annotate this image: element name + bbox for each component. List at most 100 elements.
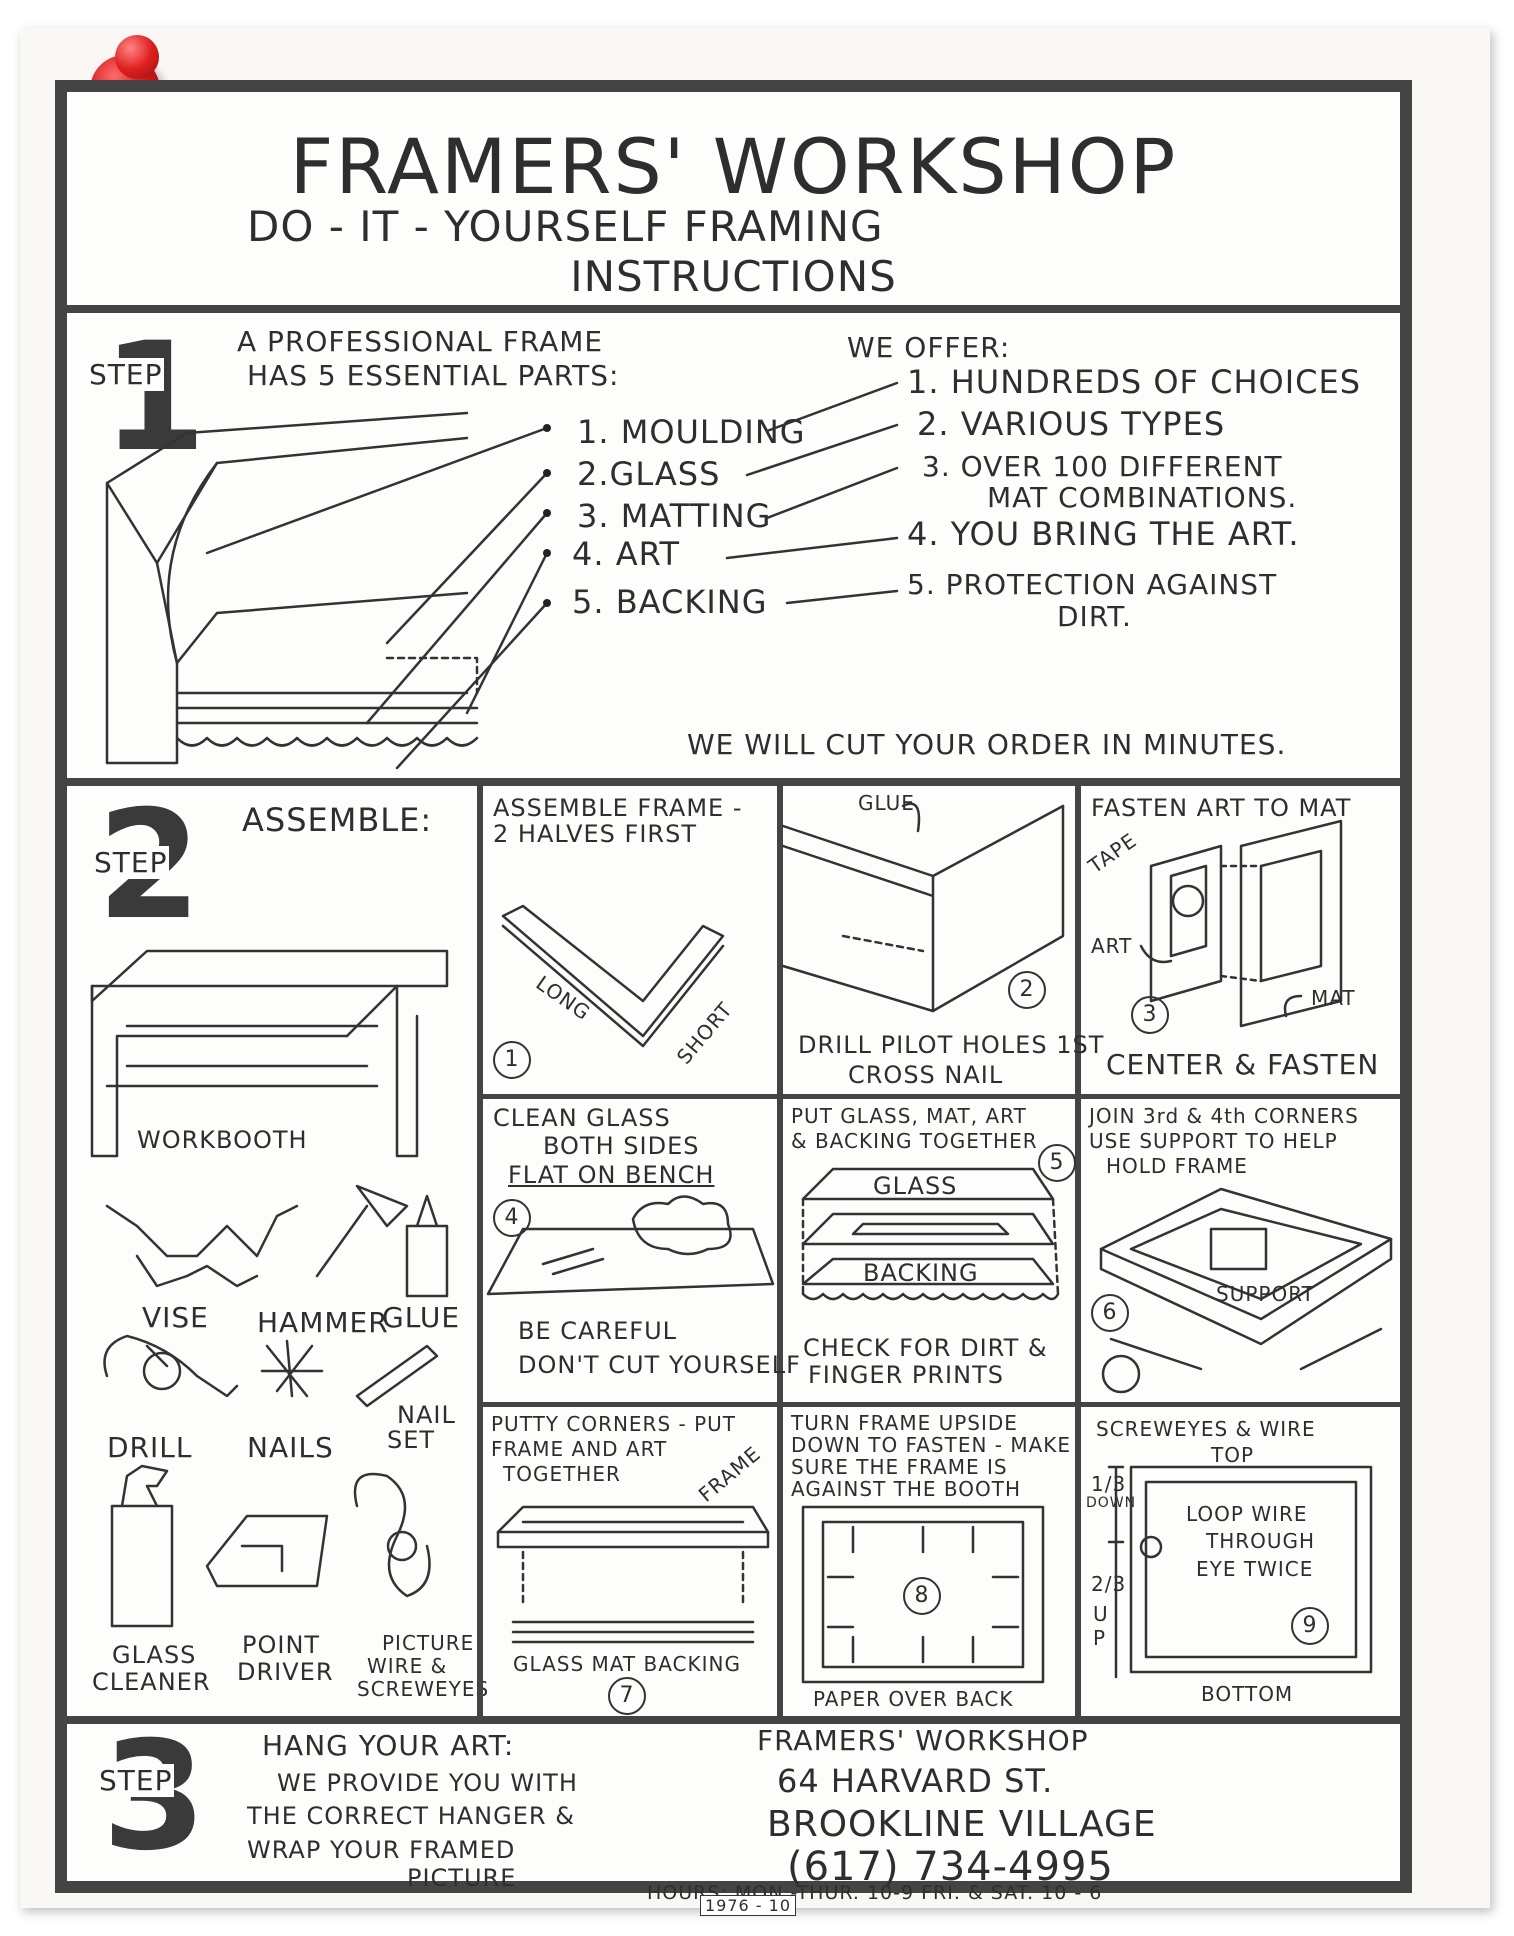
tool-picture-wire-label-2: WIRE &	[367, 1654, 448, 1678]
cell8-line1: TURN FRAME UPSIDE	[791, 1411, 1018, 1435]
frame-halves-drawing	[501, 904, 725, 1048]
shop-phone: (617) 734-4995	[787, 1844, 1114, 1890]
cell2-glue: GLUE	[858, 791, 915, 815]
cell8-number: 8	[903, 1577, 941, 1615]
step2-cell-6: JOIN 3rd & 4th CORNERS USE SUPPORT TO HE…	[1081, 1099, 1400, 1402]
cell9-third: 1/3	[1091, 1472, 1127, 1496]
part-art: 4. ART	[572, 535, 681, 573]
tool-glue-label: GLUE	[382, 1301, 461, 1334]
cell6-number: 6	[1091, 1294, 1129, 1332]
cell8-line4: AGAINST THE BOOTH	[791, 1477, 1021, 1501]
hang-line1: WE PROVIDE YOU WITH	[277, 1769, 578, 1797]
cell6-support: SUPPORT	[1216, 1282, 1315, 1306]
workbooth-drawing	[90, 949, 449, 1628]
layer-stack-drawing	[801, 1167, 1060, 1301]
dot-backing	[543, 599, 551, 607]
cell4-number: 4	[493, 1199, 531, 1237]
cell5-line4: FINGER PRINTS	[808, 1361, 1004, 1389]
glass-cleaning-drawing	[486, 1195, 775, 1296]
cell3-line2: CENTER & FASTEN	[1106, 1048, 1380, 1081]
step2-cell-7: PUTTY CORNERS - PUT FRAME AND ART TOGETH…	[483, 1407, 777, 1716]
divider-row1	[477, 1094, 1400, 1099]
step1-intro-line2: HAS 5 ESSENTIAL PARTS:	[247, 359, 620, 392]
step3-label: STEP	[97, 1764, 175, 1797]
cell1-line2: 2 HALVES FIRST	[493, 820, 697, 848]
step3-number: 3	[102, 1710, 207, 1884]
cut-order-note: WE WILL CUT YOUR ORDER IN MINUTES.	[687, 728, 1287, 761]
cell9-bottom: BOTTOM	[1201, 1682, 1294, 1706]
cell5-line2: & BACKING TOGETHER	[791, 1129, 1038, 1153]
divider-v1	[477, 786, 483, 1716]
divider-step2	[67, 1716, 1400, 1724]
cell5-line1: PUT GLASS, MAT, ART	[791, 1104, 1027, 1128]
assemble-heading: ASSEMBLE:	[242, 801, 433, 839]
page-title: FRAMERS' WORKSHOP	[289, 122, 1178, 211]
tool-nail-set-label-2: SET	[387, 1426, 436, 1454]
cell5-glass: GLASS	[873, 1172, 958, 1200]
shop-address-1: 64 HARVARD ST.	[777, 1762, 1054, 1800]
cell7-line4: GLASS MAT BACKING	[513, 1652, 741, 1676]
cell2-line2: CROSS NAIL	[848, 1061, 1004, 1089]
cell8-line3: SURE THE FRAME IS	[791, 1455, 1008, 1479]
art-mat-drawing	[1139, 819, 1343, 1028]
divider-v2	[777, 786, 783, 1716]
frame-support-drawing	[1099, 1187, 1393, 1394]
dot-glass	[543, 469, 551, 477]
cell3-mat: MAT	[1311, 986, 1356, 1010]
divider-step1	[67, 778, 1400, 786]
wire-hanging-drawing	[1107, 1465, 1373, 1679]
dot-matting	[543, 509, 551, 517]
step1-label: STEP	[87, 358, 165, 391]
cell9-line1: SCREWEYES & WIRE	[1096, 1417, 1316, 1441]
tool-drill-label: DRILL	[107, 1431, 193, 1464]
cell9-loop1: LOOP WIRE	[1186, 1502, 1308, 1526]
putty-frame-drawing	[496, 1505, 770, 1644]
step1-panel: 1 STEP A PROFESSIONAL FRAME HAS 5 ESSENT…	[67, 313, 1400, 778]
cell9-number: 9	[1291, 1607, 1329, 1645]
cell9-top: TOP	[1211, 1443, 1255, 1467]
tool-point-driver-label-1: POINT	[242, 1631, 321, 1659]
frame-corner-drawing	[105, 381, 899, 770]
cell9-up: U P	[1093, 1602, 1109, 1650]
hang-heading: HANG YOUR ART:	[262, 1729, 515, 1762]
pushpin-head-top-left	[115, 35, 159, 79]
subtitle-line-1: DO - IT - YOURSELF FRAMING	[247, 202, 884, 251]
offer-4: 4. YOU BRING THE ART.	[907, 515, 1300, 553]
step3-panel: 3 STEP HANG YOUR ART: WE PROVIDE YOU WIT…	[67, 1710, 1400, 1892]
part-backing: 5. BACKING	[572, 583, 768, 621]
cell6-line2: USE SUPPORT TO HELP	[1089, 1129, 1338, 1153]
offer-5-cont: DIRT.	[1057, 600, 1132, 633]
step2-cell-3: FASTEN ART TO MAT TAPE ART MAT 3 CENTER …	[1081, 786, 1400, 1094]
offer-3-cont: MAT COMBINATIONS.	[987, 481, 1298, 514]
tool-hammer-label: HAMMER	[257, 1306, 389, 1339]
tool-glass-cleaner-label-2: CLEANER	[92, 1668, 211, 1696]
divider-v3	[1075, 786, 1081, 1716]
hang-line3: WRAP YOUR FRAMED	[247, 1836, 516, 1864]
dot-art	[543, 549, 551, 557]
step2-tools-panel: 2 STEP ASSEMBLE:	[67, 786, 488, 1716]
cell4-line4: BE CAREFUL	[518, 1317, 678, 1345]
cell9-down: DOWN	[1086, 1495, 1137, 1511]
divider-row2	[477, 1402, 1400, 1407]
part-glass: 2.GLASS	[577, 455, 721, 493]
shop-address-2: BROOKLINE VILLAGE	[767, 1804, 1157, 1845]
cell8-line5: PAPER OVER BACK	[813, 1687, 1014, 1711]
part-matting: 3. MATTING	[577, 497, 772, 535]
offer-5: 5. PROTECTION AGAINST	[907, 568, 1278, 601]
tool-vise-label: VISE	[142, 1301, 209, 1334]
offer-1: 1. HUNDREDS OF CHOICES	[907, 363, 1362, 401]
cell6-line1: JOIN 3rd & 4th CORNERS	[1089, 1104, 1359, 1128]
cell1-line1: ASSEMBLE FRAME -	[493, 794, 743, 822]
cell4-line3: FLAT ON BENCH	[508, 1161, 715, 1189]
cell8-line2: DOWN TO FASTEN - MAKE	[791, 1433, 1072, 1457]
cell4-line5: DON'T CUT YOURSELF	[518, 1351, 801, 1379]
tool-picture-wire-label-1: PICTURE	[382, 1631, 475, 1655]
tool-workbooth-label: WORKBOOTH	[137, 1126, 308, 1154]
tool-nails-label: NAILS	[247, 1431, 334, 1464]
cell5-backing: BACKING	[863, 1259, 979, 1287]
step1-number: 1	[102, 311, 207, 485]
cell9-loop3: EYE TWICE	[1196, 1557, 1314, 1581]
step2-cell-8: TURN FRAME UPSIDE DOWN TO FASTEN - MAKE …	[783, 1407, 1075, 1716]
instruction-sheet: FRAMERS' WORKSHOP DO - IT - YOURSELF FRA…	[55, 80, 1412, 1904]
divider-header	[67, 305, 1400, 313]
